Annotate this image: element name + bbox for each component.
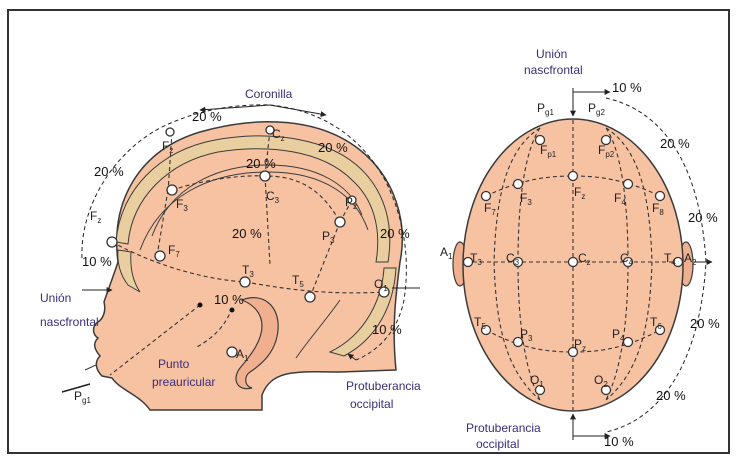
electrode-f7 — [155, 251, 165, 261]
pct-top-6: 10 % — [604, 434, 634, 449]
electrode-f7-top — [482, 192, 491, 201]
side-view: Coronilla 20 % 20 % 20 % 20 % 20 % 20 % … — [40, 87, 421, 411]
pct-side-7: 10 % — [82, 254, 112, 269]
electrode-fz-crown — [167, 185, 177, 195]
pct-side-2: 20 % — [318, 140, 348, 155]
electrode-f3-top — [514, 180, 523, 189]
label-coronilla: Coronilla — [245, 87, 293, 101]
pct-side-3: 20 % — [94, 164, 124, 179]
pct-top-2: 20 % — [660, 136, 690, 151]
electrode-f4-top — [624, 180, 633, 189]
pct-side-4: 20 % — [246, 156, 276, 171]
pct-side-1: 20 % — [192, 109, 222, 124]
electrode-f8-top — [656, 192, 665, 201]
label-nascfrontal-side: nascfrontal — [40, 315, 99, 329]
pct-side-9: 10 % — [372, 322, 402, 337]
electrode-c3 — [260, 171, 270, 181]
pct-top-3: 20 % — [688, 210, 718, 225]
label-punto: Punto — [158, 357, 190, 371]
pct-side-8: 10 % — [214, 292, 244, 307]
label-union-top: Unión — [536, 47, 567, 61]
label-a2-top: A2 — [684, 251, 697, 267]
label-protuberancia-top: Protuberancia — [466, 421, 541, 435]
label-fz-front: Fz — [90, 209, 101, 225]
label-occipital-top: occipital — [476, 437, 519, 451]
label-protuberancia-side: Protuberancia — [346, 379, 421, 393]
label-pg2-top: Pg2 — [588, 101, 605, 117]
pct-top-5: 20 % — [656, 388, 686, 403]
pct-side-6: 20 % — [380, 226, 410, 241]
electrode-fz-top — [166, 128, 174, 136]
label-nascfrontal-top: nascfrontal — [524, 63, 583, 77]
label-a1-top: A1 — [440, 245, 453, 261]
electrode-p3 — [335, 217, 345, 227]
label-union-side: Unión — [40, 291, 71, 305]
label-pg1-side: Pg1 — [74, 389, 91, 405]
label-preauricular: preauricular — [152, 375, 215, 389]
electrode-p4-top — [624, 338, 633, 347]
electrode-cz-top-view — [569, 258, 578, 267]
electrode-fz-top-view — [569, 172, 578, 181]
label-occipital-side: occipital — [350, 397, 393, 411]
electrode-fz — [107, 237, 117, 247]
label-pg1-top: Pg1 — [537, 101, 554, 117]
pct-top-4: 20 % — [690, 316, 720, 331]
pct-side-5: 20 % — [232, 226, 262, 241]
electrode-t5 — [305, 292, 315, 302]
top-view: Unión nascfrontal Protuberancia occipita… — [440, 47, 720, 451]
pct-top-1: 10 % — [612, 80, 642, 95]
